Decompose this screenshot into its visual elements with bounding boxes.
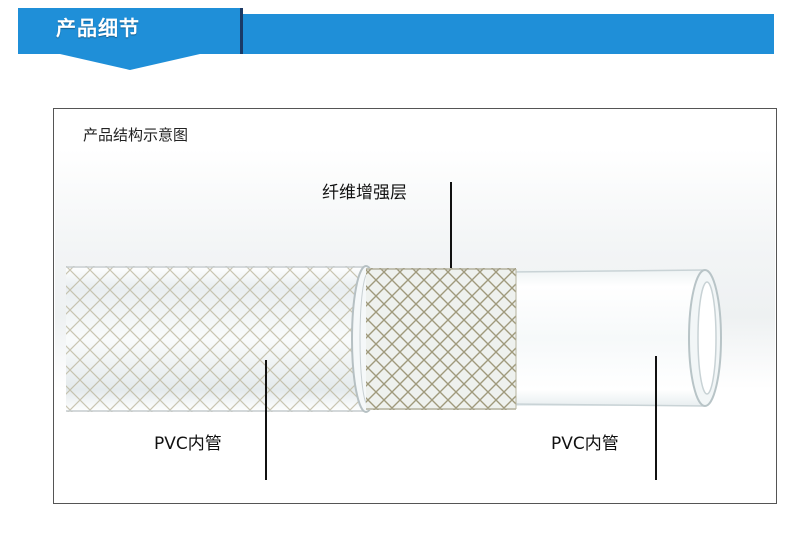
outer-layer-section xyxy=(66,265,381,413)
label-pvc-inner-right: PVC内管 xyxy=(551,434,619,454)
header-tab xyxy=(18,8,243,54)
section-title: 产品细节 xyxy=(56,16,140,40)
clear-pvc-tube xyxy=(504,269,722,407)
fiber-reinforcement-layer xyxy=(366,268,517,410)
header-notch xyxy=(60,54,200,70)
label-pvc-inner-left: PVC内管 xyxy=(154,434,222,454)
label-fiber-layer: 纤维增强层 xyxy=(322,183,407,203)
diagram-title: 产品结构示意图 xyxy=(83,126,189,144)
